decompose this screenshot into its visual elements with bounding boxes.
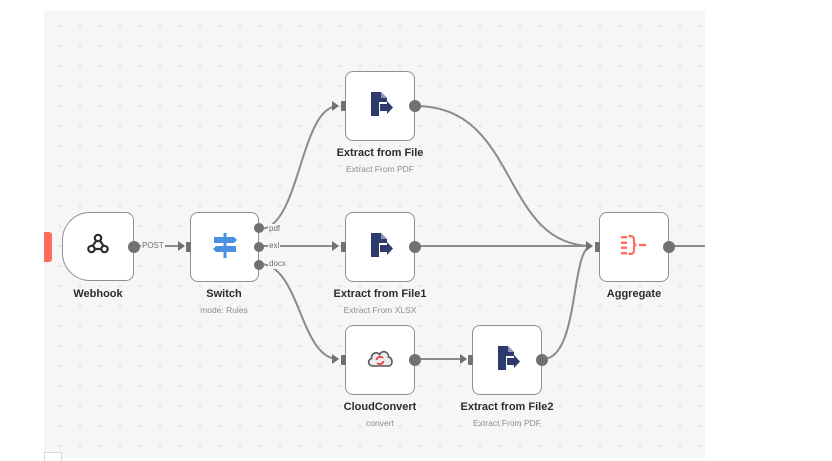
signpost-icon <box>210 230 240 265</box>
arrow-into-extract-file2 <box>460 354 467 364</box>
webhook-icon <box>85 231 111 262</box>
node-extract-from-file1-subtitle: Extract From XLSX <box>343 305 417 315</box>
switch-output-port-docx[interactable] <box>254 260 264 270</box>
switch-output-label-docx: docx <box>268 259 287 269</box>
connection-extract-file-aggregate <box>415 105 593 247</box>
extract-file1-output-port[interactable] <box>409 241 421 253</box>
switch-output-label-exl: exl <box>268 241 281 251</box>
arrow-into-cloudconvert <box>332 354 339 364</box>
node-extract-from-file1-title: Extract from File1 <box>333 288 427 300</box>
webhook-output-port[interactable] <box>128 241 140 253</box>
node-switch-subtitle: mode: Rules <box>200 305 248 315</box>
switch-output-port-exl[interactable] <box>254 242 264 252</box>
extract-file2-input-port[interactable] <box>468 355 473 365</box>
switch-output-port-pdf[interactable] <box>254 223 264 233</box>
node-extract-from-file2-subtitle: Extract From PDF <box>472 418 541 428</box>
node-extract-from-file2-title: Extract from File2 <box>460 401 554 413</box>
node-aggregate-title: Aggregate <box>606 288 662 300</box>
cloudconvert-output-port[interactable] <box>409 354 421 366</box>
file-extract-icon <box>366 90 394 123</box>
node-extract-from-file1[interactable] <box>341 212 421 282</box>
aggregate-input-port[interactable] <box>595 242 600 252</box>
webhook-output-label: POST <box>141 241 165 251</box>
file-extract-icon <box>493 344 521 377</box>
node-switch[interactable] <box>186 212 264 282</box>
arrow-into-aggregate <box>586 241 593 251</box>
connection-extract-file2-aggregate <box>542 245 593 360</box>
arrow-into-switch <box>178 241 185 251</box>
node-cloudconvert-subtitle: convert <box>366 418 394 428</box>
arrow-into-extract-file <box>332 101 339 111</box>
node-switch-title: Switch <box>206 288 242 300</box>
extract-file-output-port[interactable] <box>409 100 421 112</box>
node-extract-from-file-title: Extract from File <box>336 147 424 159</box>
node-webhook-title: Webhook <box>73 288 123 300</box>
cloud-convert-icon <box>365 346 395 375</box>
aggregate-output-port[interactable] <box>663 241 675 253</box>
node-aggregate[interactable] <box>595 212 675 282</box>
node-cloudconvert-title: CloudConvert <box>343 401 417 413</box>
arrow-into-extract-file1 <box>332 241 339 251</box>
node-webhook[interactable] <box>62 212 140 281</box>
canvas-corner-control[interactable] <box>44 452 62 461</box>
node-extract-from-file2[interactable] <box>468 325 548 395</box>
extract-file1-input-port[interactable] <box>341 242 346 252</box>
node-extract-from-file-subtitle: Extract From PDF <box>345 164 414 174</box>
trigger-execute-tab[interactable] <box>44 232 52 262</box>
node-extract-from-file[interactable] <box>341 71 421 141</box>
cloudconvert-input-port[interactable] <box>341 355 346 365</box>
switch-input-port[interactable] <box>186 242 191 252</box>
extract-file-input-port[interactable] <box>341 101 346 111</box>
connection-switch-extract-file <box>259 105 339 230</box>
file-extract-icon <box>366 231 394 264</box>
extract-file2-output-port[interactable] <box>536 354 548 366</box>
aggregate-icon <box>620 233 648 262</box>
switch-output-label-pdf: pdf <box>268 224 282 234</box>
node-cloudconvert[interactable] <box>341 325 421 395</box>
